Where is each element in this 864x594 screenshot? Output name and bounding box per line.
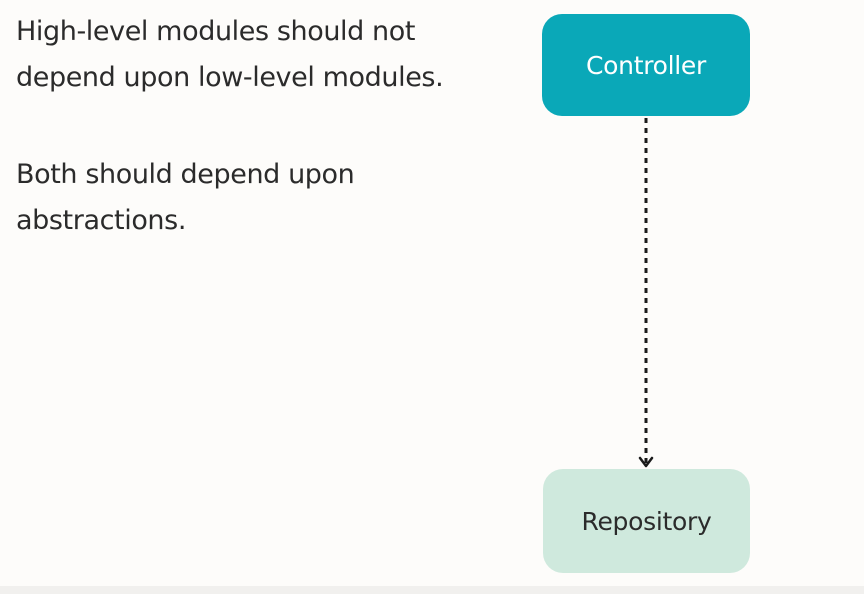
repository-label: Repository	[581, 506, 712, 536]
principle-line-4: abstractions.	[16, 205, 186, 236]
repository-node: Repository	[543, 469, 750, 573]
bottom-strip	[0, 586, 864, 594]
principle-statement-2: Both should depend upon abstractions.	[16, 152, 516, 244]
principle-line-3: Both should depend upon	[16, 159, 355, 190]
controller-label: Controller	[586, 50, 706, 80]
principle-line-1: High-level modules should not	[16, 16, 416, 47]
principle-line-2: depend upon low-level modules.	[16, 62, 444, 93]
dependency-arrowhead-icon	[638, 456, 654, 468]
controller-node: Controller	[542, 14, 750, 116]
principle-statement-1: High-level modules should not depend upo…	[16, 9, 516, 101]
